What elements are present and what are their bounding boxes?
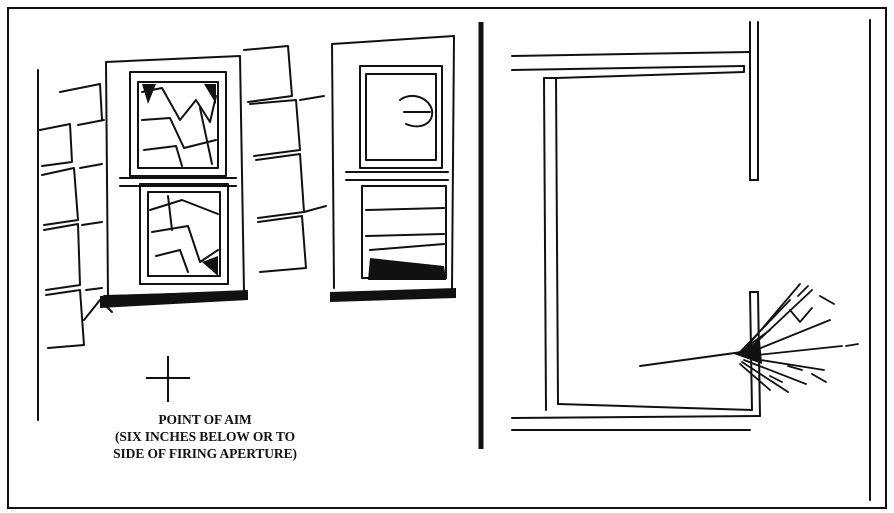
window-2-sketch (332, 36, 454, 288)
window-2-shadow (330, 258, 456, 302)
caption-line-2: (SIX INCHES BELOW OR TO (80, 428, 330, 445)
right-panel-section-diagram (512, 20, 870, 500)
caption-line-1: POINT OF AIM (80, 411, 330, 428)
left-panel-wall-sketch (38, 46, 326, 420)
point-of-aim-caption: POINT OF AIM (SIX INCHES BELOW OR TO SID… (80, 411, 330, 462)
point-of-aim-cross (146, 356, 190, 402)
caption-line-3: SIDE OF FIRING APERTURE) (80, 445, 330, 462)
